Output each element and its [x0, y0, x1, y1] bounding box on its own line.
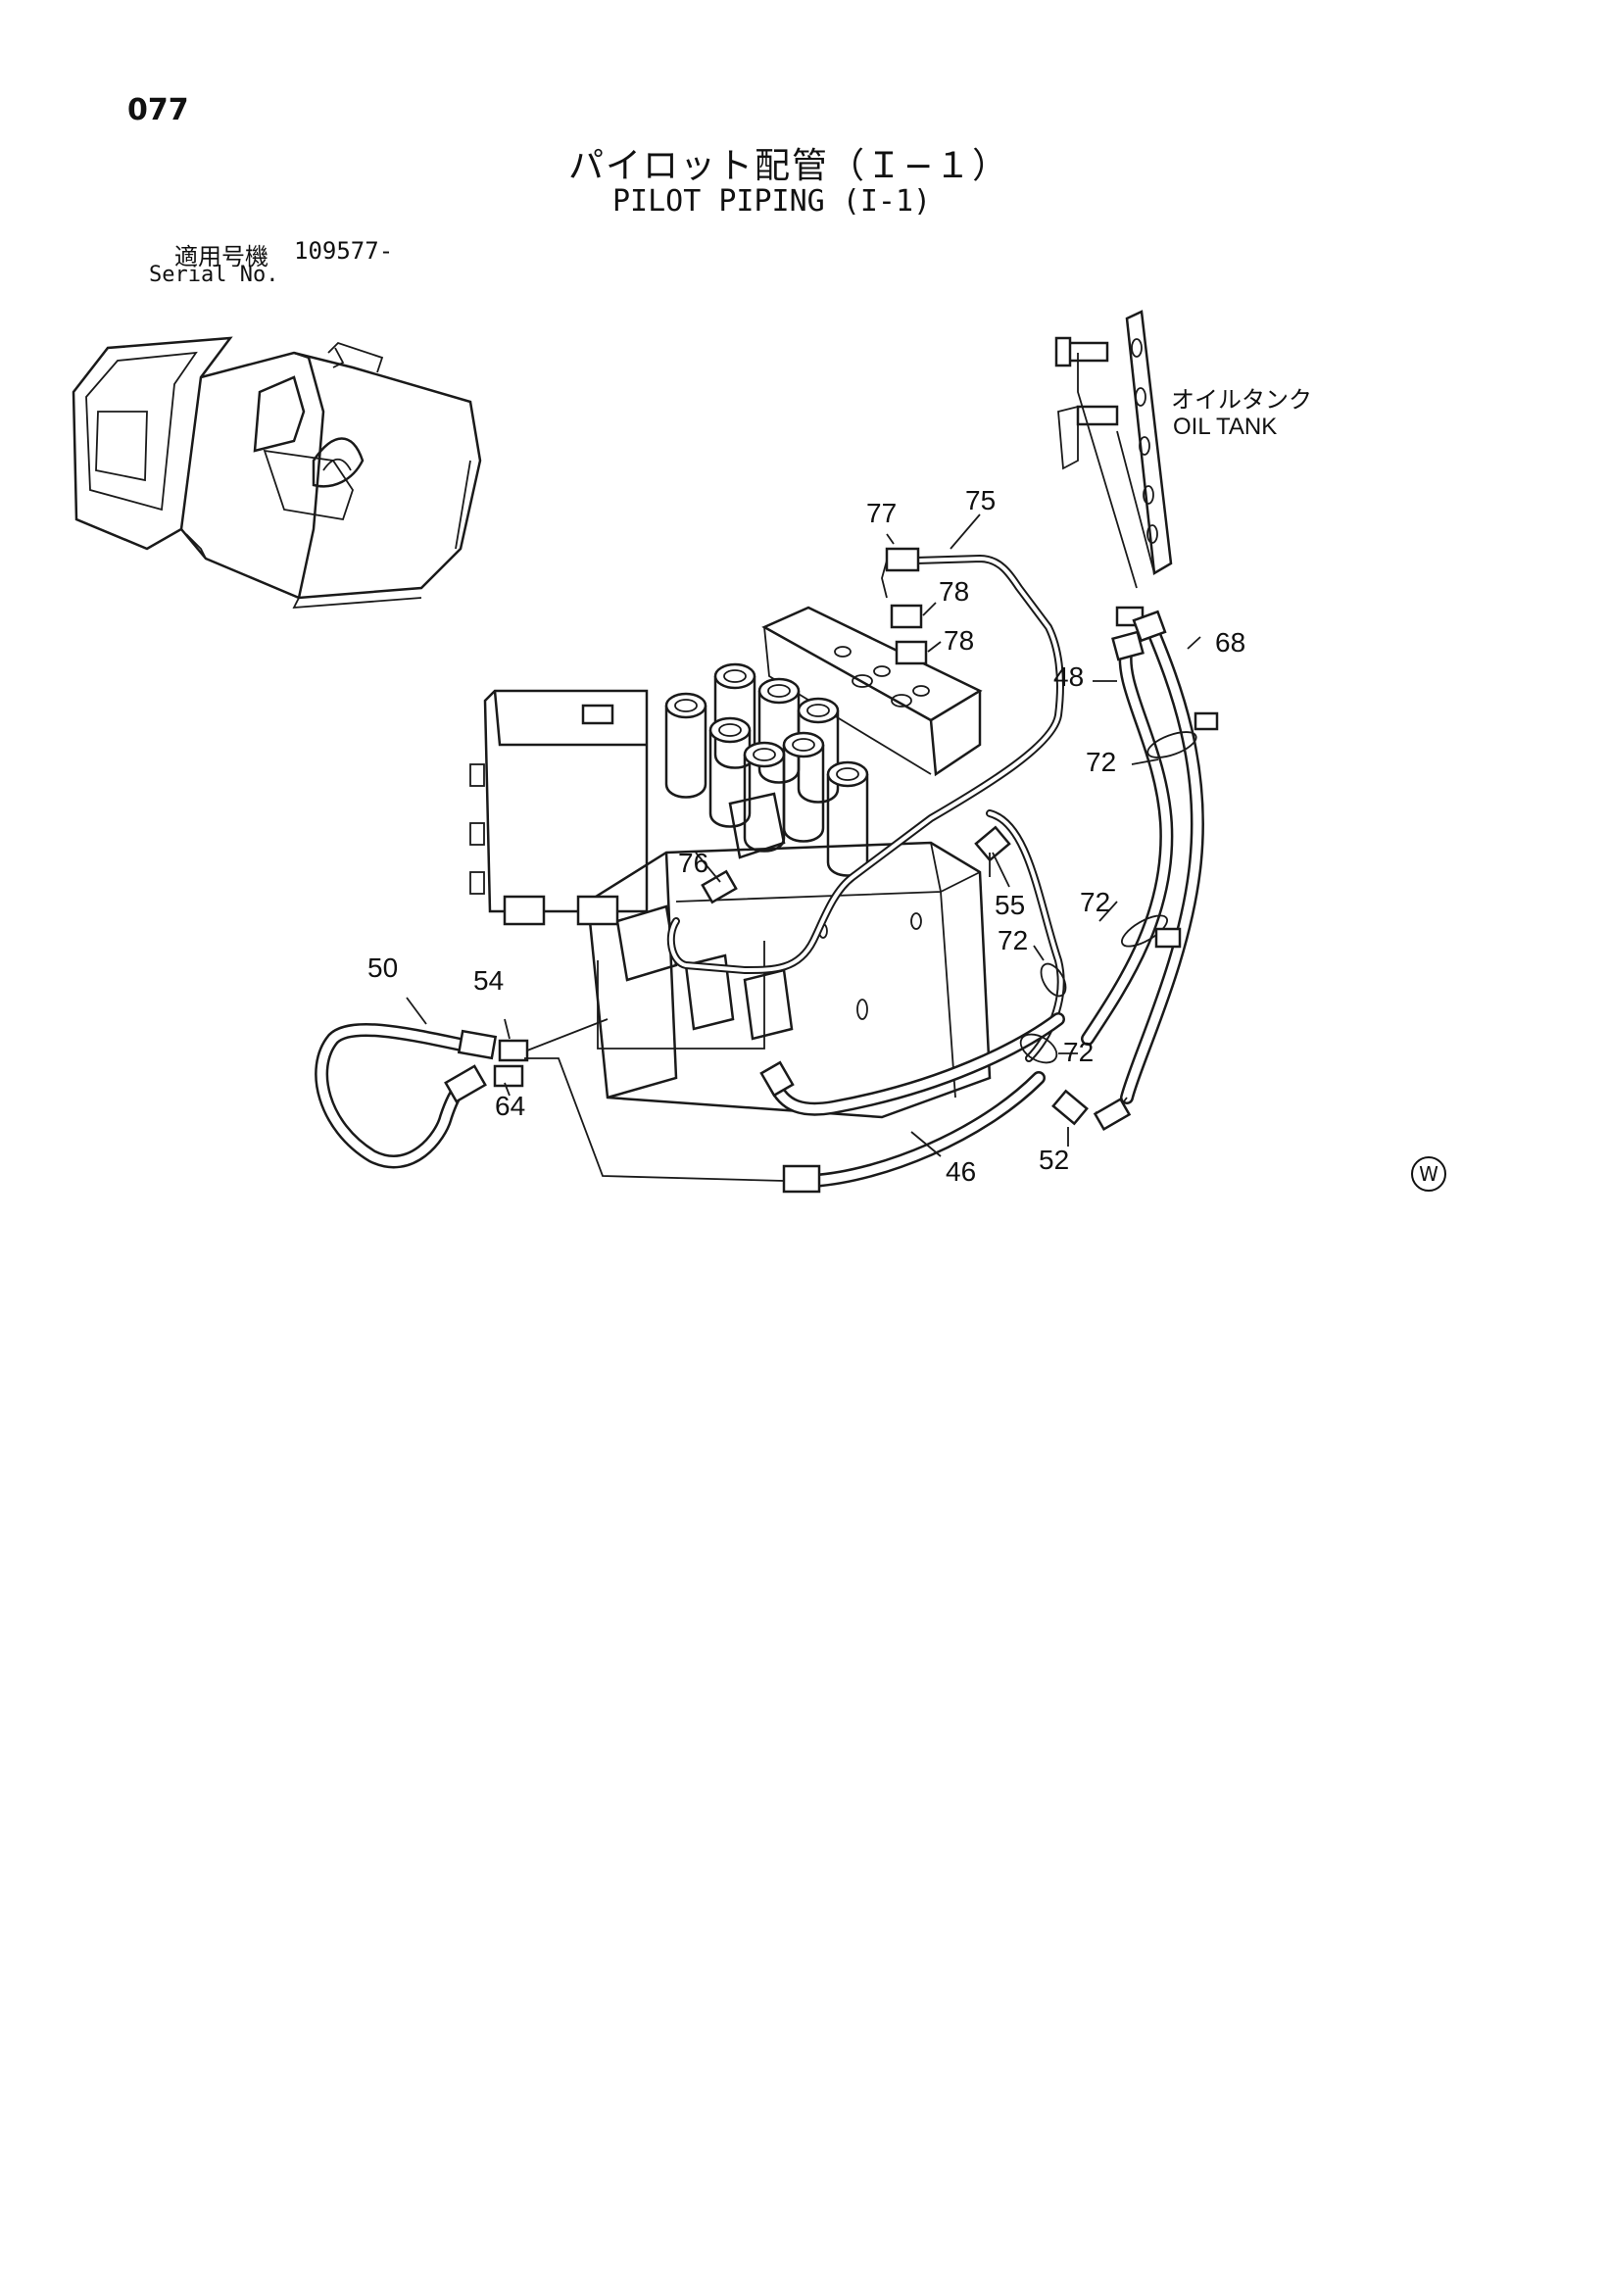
callout-72-lower: 72 — [1063, 1037, 1095, 1067]
fitting-76 — [701, 869, 738, 904]
excavator-overview-illustration — [72, 336, 482, 610]
callout-76: 76 — [678, 848, 709, 878]
w-circle-mark: W — [1411, 1156, 1446, 1192]
callout-50: 50 — [367, 953, 399, 983]
oil-tank-plate — [1054, 310, 1173, 627]
pilot-pipe-75 — [666, 554, 1064, 975]
page-number: 077 — [127, 93, 189, 127]
fitting-46-end — [782, 1164, 821, 1194]
callout-72-right: 72 — [1080, 887, 1111, 917]
fitting-64 — [493, 1064, 524, 1088]
serial-label-english: Serial No. — [149, 263, 279, 287]
pilot-manifold — [469, 689, 649, 926]
control-valve-block — [586, 606, 992, 1119]
serial-number-value: 109577- — [294, 237, 394, 265]
callout-78-lower: 78 — [944, 625, 975, 656]
callout-78-upper: 78 — [939, 576, 970, 607]
fitting-52 — [1051, 1089, 1089, 1126]
title-japanese: パイロット配管（Ｉ−１） — [568, 146, 1010, 186]
tank-fitting-upper — [1066, 341, 1109, 363]
callout-48: 48 — [1053, 661, 1085, 692]
leader-lines — [406, 513, 1201, 1157]
callout-72-upper: 72 — [1086, 747, 1117, 777]
oil-tank-label-japanese: オイルタンク — [1171, 386, 1312, 414]
callout-68: 68 — [1215, 627, 1246, 658]
fitting-54 — [498, 1039, 529, 1062]
serial-label-japanese: 適用号機 — [174, 243, 268, 270]
callout-55: 55 — [995, 890, 1026, 920]
fitting-77 — [885, 547, 920, 572]
hose-50-loop — [315, 1018, 785, 1182]
spool-cylinders — [664, 662, 869, 877]
oil-tank-label-english: OIL TANK — [1173, 414, 1278, 440]
callout-72-middle: 72 — [998, 925, 1029, 955]
callout-77: 77 — [866, 498, 898, 528]
callout-54: 54 — [473, 965, 505, 996]
tank-return-hoses — [1081, 610, 1219, 1132]
callout-75: 75 — [965, 485, 997, 515]
fitting-55 — [974, 825, 1011, 862]
hose-46 — [759, 962, 1089, 1194]
callout-46: 46 — [946, 1156, 977, 1187]
callout-64: 64 — [495, 1091, 526, 1121]
callout-52: 52 — [1039, 1145, 1070, 1175]
title-english: PILOT PIPING (I-1) — [612, 184, 932, 219]
fitting-78-upper — [890, 604, 923, 629]
fitting-78-lower — [895, 640, 928, 665]
